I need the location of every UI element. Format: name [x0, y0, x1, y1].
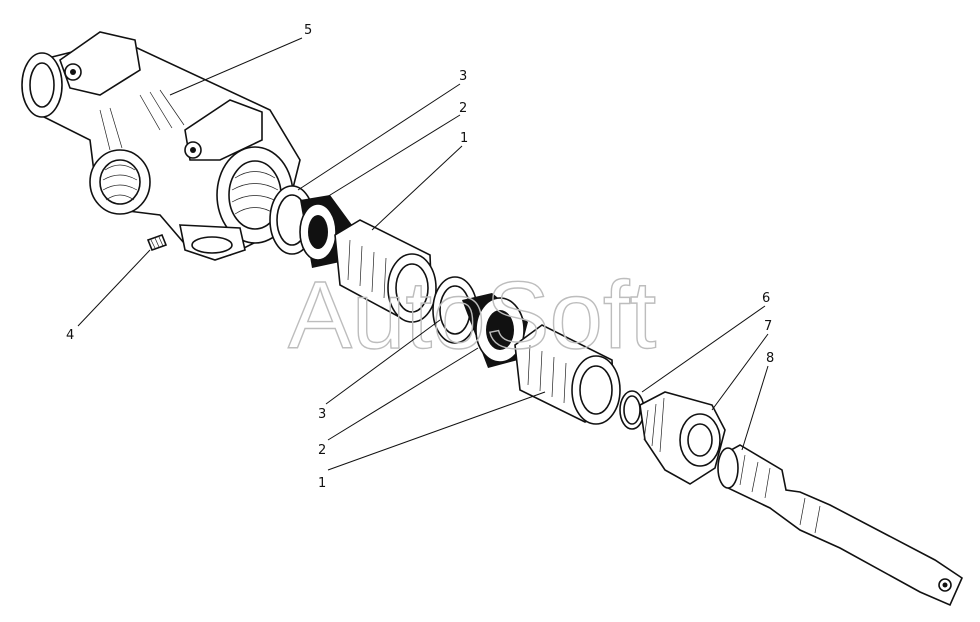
leader-line-5 [169, 37, 303, 96]
filter-sleeve-upper [334, 219, 437, 323]
leader-line-3-upper [297, 83, 461, 191]
set-screw [146, 233, 168, 252]
callout-8: 8 [766, 351, 774, 366]
leader-line-8 [741, 365, 769, 451]
valve-housing [21, 31, 301, 261]
leader-line-2-lower [327, 347, 479, 441]
leader-line-2-upper [321, 114, 461, 201]
hex-nut [639, 391, 726, 485]
filter-sleeve-lower [514, 324, 621, 425]
leader-line-3-lower [325, 319, 441, 405]
leader-line-1-upper [371, 145, 463, 231]
callout-6: 6 [762, 291, 770, 306]
callout-1-upper: 1 [460, 131, 468, 146]
leader-line-4 [77, 249, 151, 327]
callout-3-lower: 3 [318, 407, 326, 422]
seal-ring-lower [462, 293, 528, 368]
callout-2-lower: 2 [318, 443, 326, 458]
callout-7: 7 [764, 319, 772, 334]
callout-labels: 5 3 2 1 4 3 2 1 6 7 8 [66, 23, 774, 491]
callout-1-lower: 1 [318, 476, 326, 491]
callout-5: 5 [304, 23, 312, 38]
callout-3-upper: 3 [459, 69, 467, 84]
watermark-text: AutoSoft [288, 262, 656, 369]
callout-4: 4 [66, 328, 74, 343]
leader-line-1-lower [327, 391, 546, 471]
callout-2-upper: 2 [459, 101, 467, 116]
leader-line-6 [641, 305, 766, 393]
valve-stem [717, 444, 964, 607]
leader-lines [77, 37, 769, 471]
leader-line-7 [711, 333, 769, 411]
